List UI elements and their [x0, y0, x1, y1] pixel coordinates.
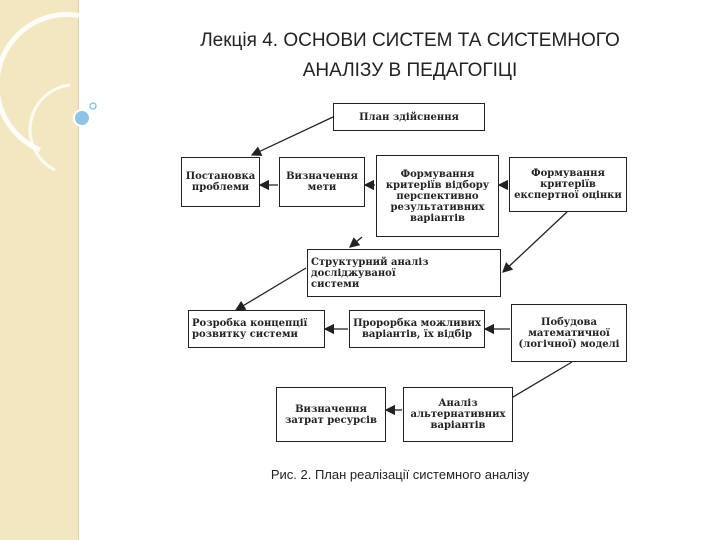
arrow-plan-to-problem	[250, 116, 334, 156]
box-criteria-selection: Формування критеріїв відбору перспективн…	[376, 155, 499, 237]
box-expert-criteria: Формування критеріїв експертної оцінки	[509, 157, 627, 212]
box-goal: Визначення мети	[279, 157, 365, 207]
arrow-criteria-to-structural	[349, 236, 363, 248]
box-concept: Розробка концепції розвитку системи	[188, 310, 325, 348]
title-line-2: АНАЛІЗУ В ПЕДАГОГІЦІ	[302, 60, 518, 81]
box-alternatives: Аналіз альтернативних варіантів	[403, 387, 513, 442]
figure-caption: Рис. 2. План реалізації системного аналі…	[270, 467, 530, 482]
box-model: Побудова математичної (логічної) моделі	[511, 304, 627, 362]
box-problem: Постановка проблеми	[181, 157, 260, 207]
box-costs: Визначення затрат ресурсів	[276, 387, 386, 442]
box-structural-analysis: Структурний аналіз досліджуваної системи	[307, 249, 501, 297]
box-plan: План здійснення	[333, 103, 485, 131]
arrow-expert-to-structural	[502, 211, 568, 273]
box-variants: Пророрбка можливих варіантів, їх відбір	[349, 310, 485, 348]
arrow-structural-to-concept	[234, 267, 307, 311]
title-line-1: Лекція 4. ОСНОВИ СИСТЕМ ТА СИСТЕМНОГО	[200, 30, 620, 51]
slide-title: Лекція 4. ОСНОВИ СИСТЕМ ТА СИСТЕМНОГО АН…	[140, 26, 680, 86]
